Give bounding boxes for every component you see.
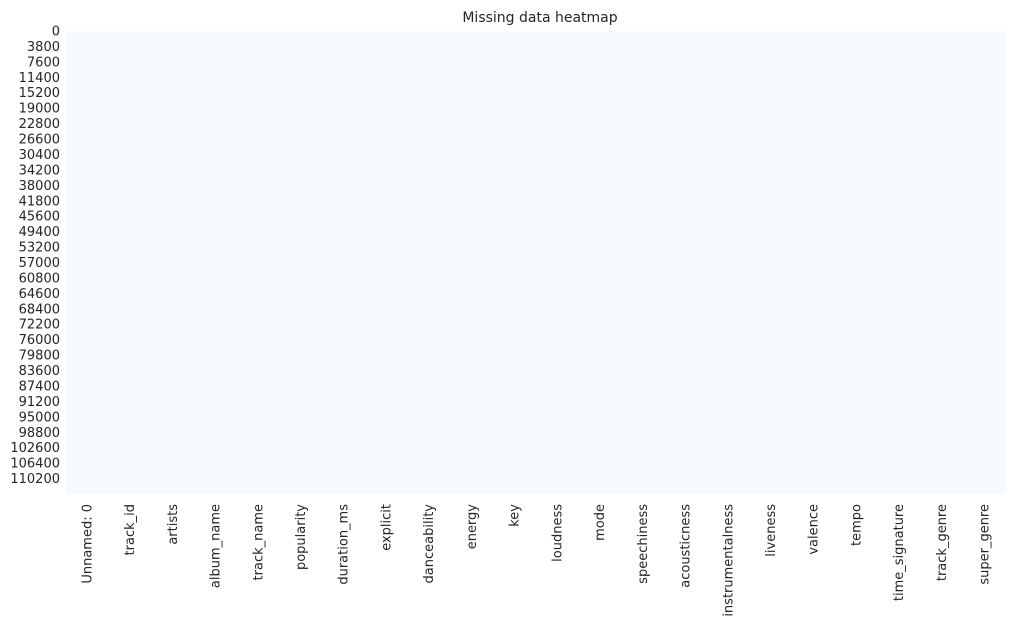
- y-tick-label: 83600: [19, 364, 60, 379]
- y-tick-label: 38000: [19, 179, 60, 194]
- heatmap-column-6: [322, 31, 366, 494]
- x-tick-label: album_name: [209, 504, 224, 588]
- y-tick-label: 11400: [19, 71, 60, 86]
- heatmap-column-13: [621, 31, 665, 494]
- y-tick-label: 0: [52, 25, 60, 40]
- x-tick-label: acousticness: [679, 504, 694, 588]
- x-tick-label: speechiness: [636, 504, 651, 584]
- heatmap-column-8: [407, 31, 452, 494]
- y-tick-label: 79800: [19, 349, 60, 364]
- y-tick-label: 64600: [19, 287, 60, 302]
- x-tick-label: Unnamed: 0: [80, 504, 95, 584]
- y-tick-label: 60800: [19, 271, 60, 286]
- x-tick-label: instrumentalness: [721, 504, 736, 617]
- x-tick-label: valence: [807, 504, 822, 555]
- x-tick-label: track_name: [251, 504, 266, 580]
- x-tick-label: track_genre: [935, 504, 950, 581]
- y-tick-label: 45600: [19, 210, 60, 225]
- heatmap-column-18: [835, 31, 879, 494]
- heatmap-column-3: [194, 31, 238, 494]
- heatmap-column-14: [664, 31, 708, 494]
- heatmap-column-10: [493, 31, 537, 494]
- y-tick-label: 102600: [10, 441, 60, 456]
- x-tick-label: time_signature: [892, 504, 907, 601]
- y-axis-ticks: 0380076001140015200190002280026600304003…: [10, 25, 60, 488]
- x-tick-label: loudness: [550, 504, 565, 562]
- y-tick-label: 57000: [19, 256, 60, 271]
- heatmap-column-15: [706, 31, 751, 494]
- heatmap-column-12: [578, 31, 622, 494]
- x-tick-label: duration_ms: [337, 504, 352, 585]
- heatmap-column-19: [877, 31, 922, 494]
- x-tick-label: liveness: [764, 504, 779, 557]
- x-tick-label: super_genre: [978, 504, 993, 585]
- x-tick-label: energy: [465, 504, 480, 550]
- x-tick-label: popularity: [294, 504, 309, 570]
- y-tick-label: 91200: [19, 395, 60, 410]
- y-tick-label: 49400: [19, 225, 60, 240]
- y-tick-label: 7600: [27, 55, 60, 70]
- y-tick-label: 68400: [19, 302, 60, 317]
- heatmap-column-11: [536, 31, 580, 494]
- y-tick-label: 98800: [19, 426, 60, 441]
- y-tick-label: 106400: [10, 457, 60, 472]
- y-tick-label: 3800: [27, 40, 60, 55]
- heatmap-column-9: [450, 31, 494, 494]
- heatmap-column-0: [66, 31, 110, 494]
- x-tick-label: mode: [593, 504, 608, 541]
- chart-title: Missing data heatmap: [462, 10, 617, 26]
- y-tick-label: 76000: [19, 333, 60, 348]
- heatmap-column-20: [920, 31, 964, 494]
- y-tick-label: 41800: [19, 194, 60, 209]
- heatmap-column-16: [749, 31, 793, 494]
- y-tick-label: 30400: [19, 148, 60, 163]
- y-tick-label: 19000: [19, 102, 60, 117]
- y-tick-label: 110200: [10, 472, 60, 487]
- heatmap-column-4: [236, 31, 281, 494]
- heatmap-column-2: [151, 31, 195, 494]
- y-tick-label: 22800: [19, 117, 60, 132]
- heatmap-column-17: [792, 31, 836, 494]
- y-tick-label: 72200: [19, 318, 60, 333]
- heatmap-column-7: [365, 31, 409, 494]
- y-tick-label: 53200: [19, 241, 60, 256]
- heatmap-column-21: [963, 31, 1007, 494]
- x-tick-label: danceability: [422, 504, 437, 584]
- heatmap-cells: [66, 31, 1007, 494]
- x-tick-label: tempo: [849, 504, 864, 546]
- x-axis-ticks: Unnamed: 0 track_id artists album_name track…: [80, 504, 992, 617]
- y-tick-label: 26600: [19, 133, 60, 148]
- y-tick-label: 95000: [19, 410, 60, 425]
- heatmap-column-5: [279, 31, 323, 494]
- x-tick-label: artists: [166, 504, 181, 545]
- heatmap-column-1: [108, 31, 152, 494]
- y-tick-label: 15200: [19, 86, 60, 101]
- y-tick-label: 87400: [19, 379, 60, 394]
- y-tick-label: 34200: [19, 163, 60, 178]
- x-tick-label: explicit: [379, 504, 394, 551]
- x-tick-label: track_id: [123, 504, 138, 555]
- x-tick-label: key: [508, 504, 523, 527]
